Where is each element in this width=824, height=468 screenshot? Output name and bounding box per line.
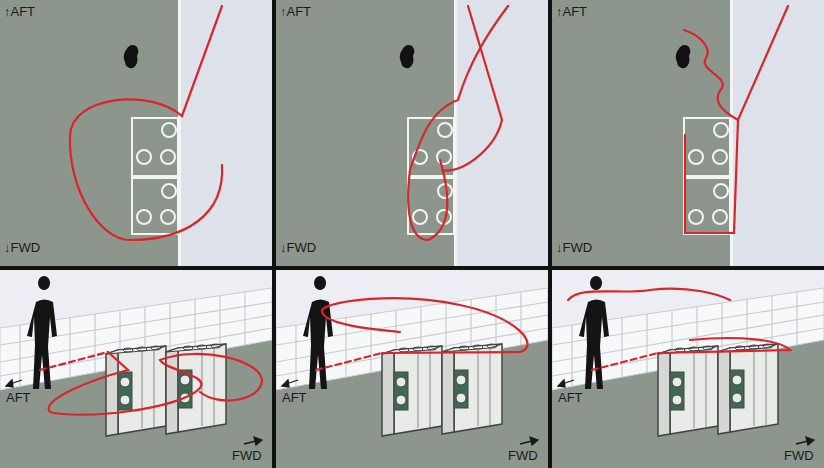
direction-label: ↑AFT (4, 4, 35, 19)
direction-label: AFT (282, 390, 307, 405)
direction-label: ↓FWD (556, 240, 592, 255)
direction-label: ↓FWD (280, 240, 316, 255)
direction-label: AFT (6, 390, 31, 405)
direction-label: FWD (508, 448, 538, 463)
direction-label: AFT (558, 390, 583, 405)
mooring-line (40, 6, 790, 415)
direction-label: ↓FWD (4, 240, 40, 255)
direction-label: ↑AFT (556, 4, 587, 19)
direction-label: ↑AFT (280, 4, 311, 19)
direction-label: FWD (784, 448, 814, 463)
direction-arrow (6, 380, 814, 445)
direction-label: FWD (232, 448, 262, 463)
